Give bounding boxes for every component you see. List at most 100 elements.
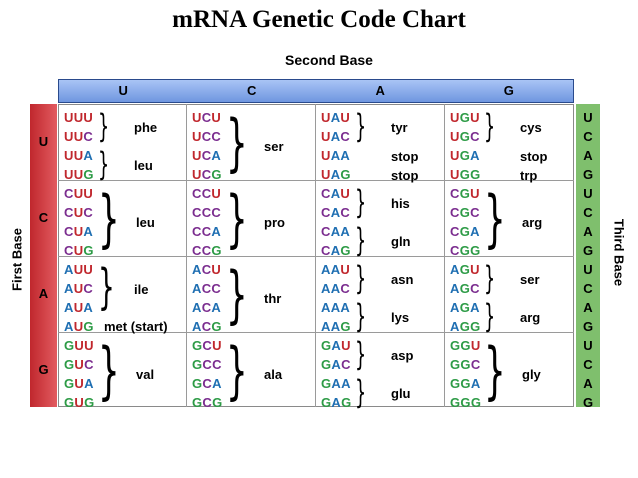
codon: UUG <box>64 167 94 182</box>
codon: UAA <box>321 148 351 163</box>
amino-acid-label: arg <box>522 215 543 230</box>
codon: GAU <box>321 338 351 353</box>
codon-brace: } <box>484 297 496 336</box>
codon: GCU <box>192 338 222 353</box>
third-base-letter: U <box>583 110 593 125</box>
codon: CUA <box>64 224 94 239</box>
third-base-letter: U <box>583 338 593 353</box>
codon: UUU <box>64 110 94 125</box>
codon-brace: } <box>226 334 248 408</box>
codon: CAA <box>321 224 351 239</box>
codon: CGG <box>450 243 481 258</box>
amino-acid-label: ser <box>264 139 284 154</box>
codon: ACA <box>192 300 222 315</box>
grid-divider <box>58 180 574 181</box>
codon: GGG <box>450 395 482 410</box>
codon: GGC <box>450 357 481 372</box>
codon: GUG <box>64 395 95 410</box>
codon-brace: } <box>355 297 367 336</box>
codon: AGC <box>450 281 480 296</box>
amino-acid-label: stop <box>391 148 419 164</box>
third-base-letter: U <box>583 186 593 201</box>
third-base-letter: C <box>583 281 593 296</box>
amino-acid-label: tyr <box>391 120 408 135</box>
third-base-letter: A <box>583 300 593 315</box>
amino-acid-label: phe <box>134 120 158 135</box>
codon: CUU <box>64 186 94 201</box>
third-base-letter: G <box>582 167 594 182</box>
chart-title: mRNA Genetic Code Chart <box>172 6 466 33</box>
second-base-c: C <box>247 83 257 98</box>
codon: AGU <box>450 262 480 277</box>
second-base-g: G <box>503 83 514 98</box>
codon: AUG <box>64 319 94 334</box>
codon-brace: } <box>484 182 506 256</box>
codon: GCC <box>192 357 222 372</box>
amino-acid-label: gln <box>391 234 411 249</box>
codon: AUU <box>64 262 94 277</box>
codon: CAC <box>321 205 351 220</box>
codon: CCC <box>192 205 222 220</box>
codon: UGU <box>450 110 480 125</box>
second-base-u: U <box>118 83 128 98</box>
codon: UGG <box>450 167 481 182</box>
grid-divider <box>58 256 574 257</box>
first-base-u: U <box>38 134 49 149</box>
second-base-header: U C A G <box>58 79 574 103</box>
codon: UAC <box>321 129 351 144</box>
amino-acid-label: ser <box>520 272 540 287</box>
codon: GGU <box>450 338 481 353</box>
amino-acid-label: stop <box>391 167 419 183</box>
grid-divider <box>444 104 445 407</box>
third-base-letter: A <box>583 148 593 163</box>
codon: UUA <box>64 148 94 163</box>
codon: AAA <box>321 300 351 315</box>
third-base-bar <box>576 104 600 407</box>
amino-acid-label: glu <box>391 386 411 401</box>
codon-brace: } <box>98 145 110 184</box>
codon-brace: } <box>484 259 496 298</box>
third-base-letter: C <box>583 129 593 144</box>
amino-acid-label: leu <box>134 158 153 173</box>
codon-brace: } <box>355 221 367 260</box>
codon: UCG <box>192 167 222 182</box>
first-base-bar <box>30 104 57 407</box>
codon-brace: } <box>484 334 506 408</box>
third-base-letter: G <box>582 395 594 410</box>
third-base-label: Third Base <box>611 218 627 287</box>
second-base-label: Second Base <box>285 52 373 68</box>
codon: UAU <box>321 110 351 125</box>
grid-divider <box>186 104 187 407</box>
first-base-a: A <box>38 286 49 301</box>
codon: CAG <box>321 243 351 258</box>
codon: UCA <box>192 148 222 163</box>
codon: GAC <box>321 357 351 372</box>
codon: CGA <box>450 224 480 239</box>
amino-acid-label: trp <box>520 167 538 183</box>
codon: CUC <box>64 205 94 220</box>
codon-brace: } <box>98 258 115 315</box>
codon: AGA <box>450 300 480 315</box>
codon: CCU <box>192 186 222 201</box>
amino-acid-label: ala <box>264 367 283 382</box>
codon-brace: } <box>484 107 496 146</box>
codon: AUC <box>64 281 94 296</box>
codon: GUA <box>64 376 94 391</box>
codon-brace: } <box>355 183 367 222</box>
codon: GGA <box>450 376 481 391</box>
amino-acid-label: asn <box>391 272 414 287</box>
amino-acid-label: thr <box>264 291 282 306</box>
amino-acid-label: lys <box>391 310 410 325</box>
codon-brace: } <box>355 335 367 374</box>
codon: UAG <box>321 167 351 182</box>
codon-brace: } <box>226 182 248 256</box>
amino-acid-label: stop <box>520 148 548 164</box>
amino-acid-label: his <box>391 196 410 211</box>
codon: UCU <box>192 110 222 125</box>
codon: CAU <box>321 186 351 201</box>
codon-brace: } <box>98 107 110 146</box>
codon-brace: } <box>98 334 120 408</box>
codon-brace: } <box>355 259 367 298</box>
third-base-letter: U <box>583 262 593 277</box>
codon: AUA <box>64 300 94 315</box>
